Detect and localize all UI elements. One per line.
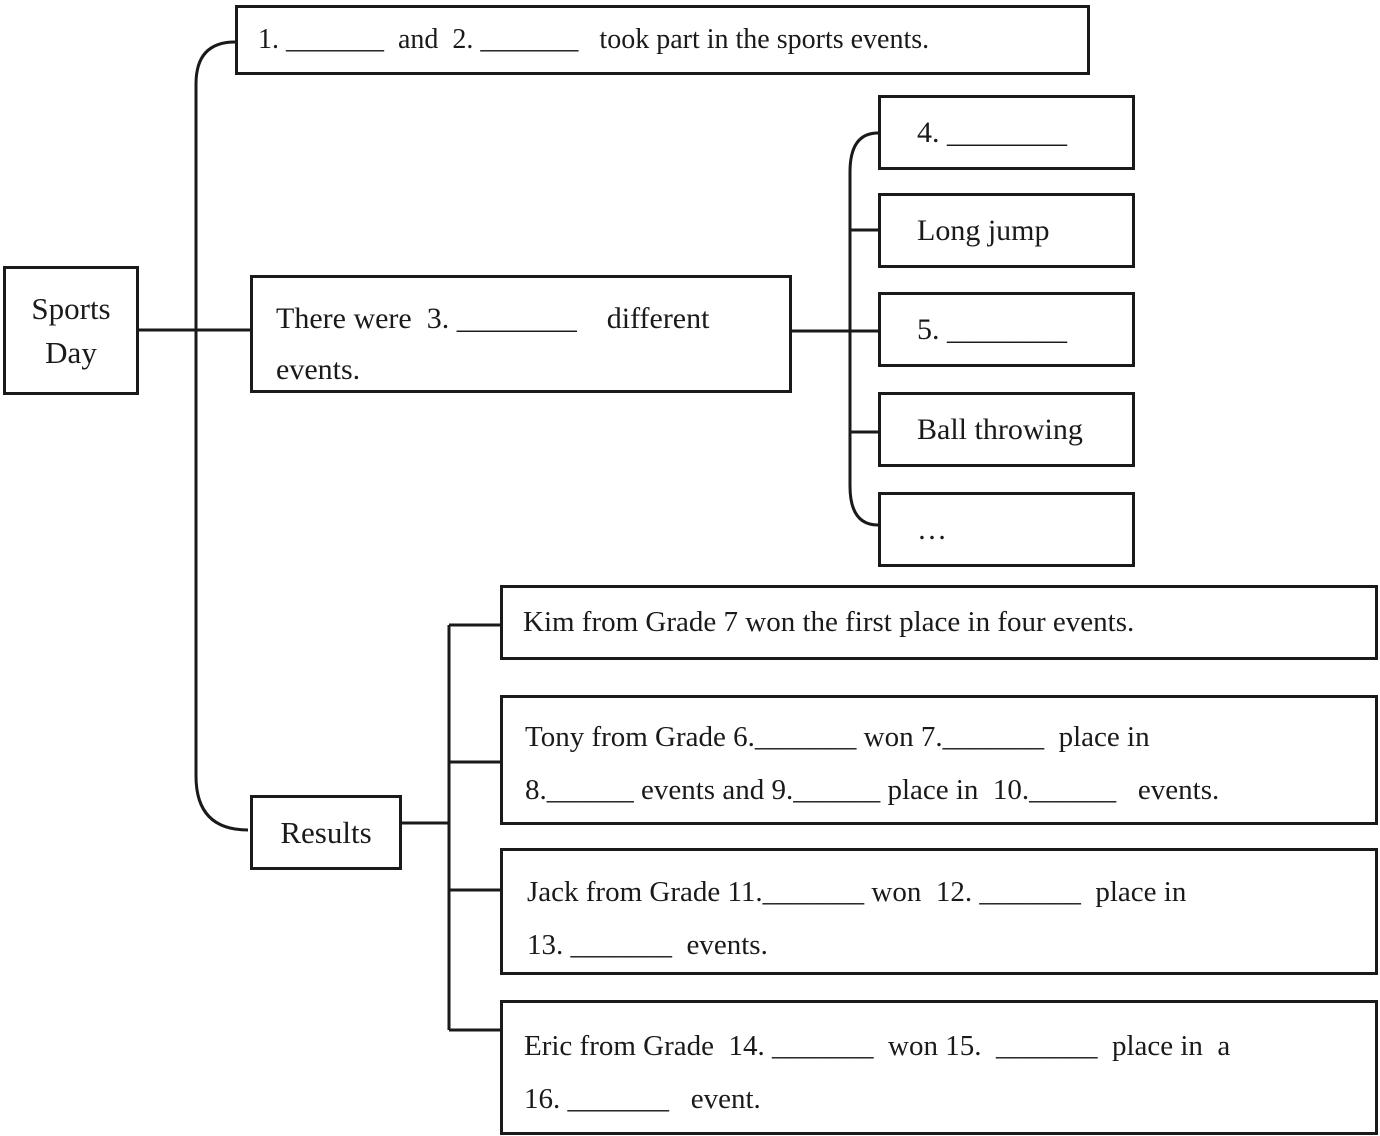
result-sentence-line2: 13. _______ events. [527,929,768,961]
event-item-ellipsis: … [878,492,1135,567]
event-item-blank-4: 4. ________ [878,95,1135,170]
participants-sentence: 1. _______ and 2. _______ took part in t… [258,24,930,55]
result-item-eric: Eric from Grade 14. _______ won 15. ____… [500,1000,1378,1135]
event-item-label: 4. ________ [917,115,1067,149]
event-item-ball-throwing: Ball throwing [878,392,1135,467]
events-count-line2: events. [276,353,361,386]
events-count-box: There were 3. ________ different events. [250,275,792,393]
events-count-line1: There were 3. ________ different [276,302,710,335]
event-item-label: … [917,512,953,546]
event-item-label: Long jump [917,213,1050,247]
result-sentence-line1: Tony from Grade 6._______ won 7._______ … [525,721,1150,753]
result-sentence-line1: Kim from Grade 7 won the first place in … [523,606,1135,638]
results-label: Results [280,814,372,850]
result-item-jack: Jack from Grade 11._______ won 12. _____… [500,848,1378,975]
root-label-line2: Day [45,334,97,370]
event-item-blank-5: 5. ________ [878,292,1135,367]
participants-sentence-box: 1. _______ and 2. _______ took part in t… [235,5,1090,75]
connector-events-bracket [848,131,879,527]
result-sentence-line2: 8.______ events and 9.______ place in 10… [525,774,1220,806]
event-item-label: 5. ________ [917,312,1067,346]
results-box: Results [250,795,402,870]
connector-left-bracket [194,40,249,832]
root-box-sports-day: Sports Day [3,266,139,395]
event-item-long-jump: Long jump [878,193,1135,268]
result-sentence-line2: 16. _______ event. [524,1083,761,1115]
result-item-kim: Kim from Grade 7 won the first place in … [500,585,1378,660]
result-sentence-line1: Eric from Grade 14. _______ won 15. ____… [524,1030,1231,1062]
event-item-label: Ball throwing [917,412,1083,446]
result-item-tony: Tony from Grade 6._______ won 7._______ … [500,695,1378,825]
root-label-line1: Sports [31,290,111,326]
result-sentence-line1: Jack from Grade 11._______ won 12. _____… [527,876,1187,908]
